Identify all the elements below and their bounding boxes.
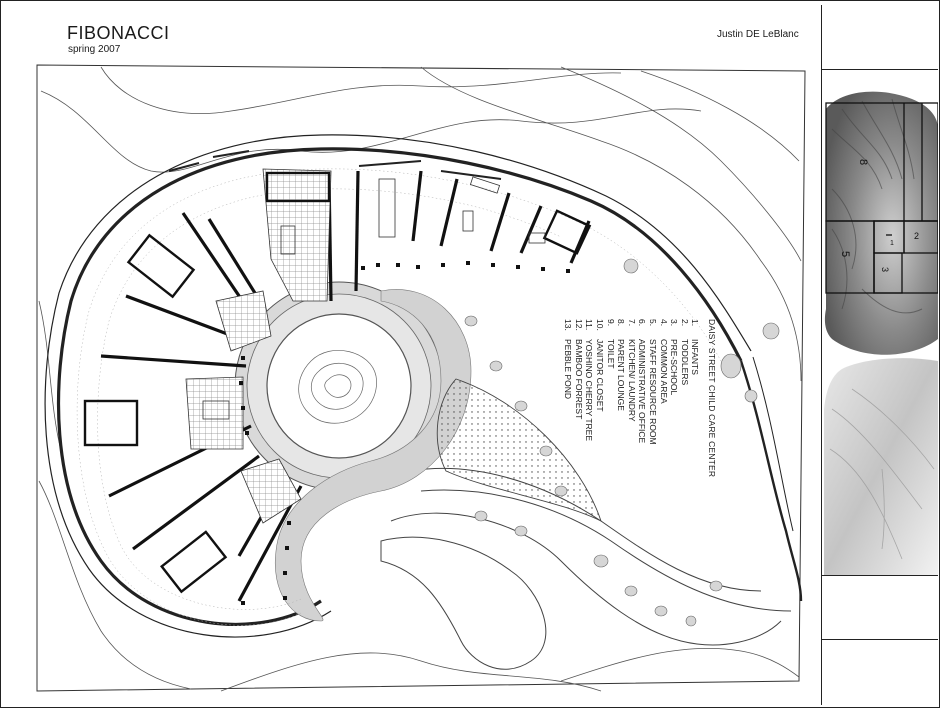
shell-lower-texture (829, 388, 935, 560)
legend-title: DAISY STREET CHILD CARE CENTER (707, 319, 717, 478)
toilet-blocks (83, 171, 592, 594)
legend-item: 9.TOILET (605, 319, 616, 369)
cherry-tree (298, 350, 377, 424)
legend-item: 11.YOSHINO CHERRY TREE (584, 319, 595, 442)
panel-divider (822, 639, 938, 640)
column-dots (239, 261, 570, 605)
page-title: FIBONACCI (67, 23, 170, 43)
legend: DAISY STREET CHILD CARE CENTER 1.INFANTS… (563, 319, 727, 649)
gravel-band (76, 168, 722, 626)
legend-item: 4.COMMON AREA (658, 319, 669, 404)
panel-divider (822, 69, 938, 70)
fib-label-5: 5 (839, 251, 851, 257)
legend-item: 13.PEBBLE POND (563, 319, 574, 399)
legend-item: 12.BAMBOO FORREST (573, 319, 584, 420)
fib-label-1: 1 (890, 240, 894, 247)
outer-spiral-wall (44, 134, 803, 638)
fib-label-3: 3 (880, 267, 890, 272)
fibonacci-rectangles (825, 102, 938, 294)
site-boundary (36, 64, 806, 692)
legend-item: 2.TODDLERS (679, 319, 690, 386)
legend-content: DAISY STREET CHILD CARE CENTER 1.INFANTS… (563, 319, 717, 477)
contour-lines (38, 66, 802, 692)
nautilus-shell (824, 91, 938, 355)
legend-item: 6.ADMINISTRATIVE OFFICE (637, 319, 648, 444)
fib-label-8: 8 (857, 159, 869, 165)
legend-item: 7.KITCHEN/ LAUNDRY (626, 319, 637, 422)
legend-item: 10.JANITOR CLOSET (595, 319, 606, 412)
facade-wall-segments (168, 150, 502, 180)
fib-label-2: 2 (914, 231, 919, 241)
shell-lower-body (824, 358, 938, 575)
side-panel: 8 5 2 1 3 (821, 5, 938, 705)
legend-item: 3.PRE-SCHOOL (669, 319, 680, 396)
furniture (202, 176, 546, 420)
pebbles (464, 258, 780, 627)
page-subtitle: spring 2007 (68, 44, 121, 55)
bamboo-forest (436, 378, 602, 522)
site-plan-drawing (36, 64, 806, 692)
courtyard-ring (234, 281, 444, 491)
panel-divider (822, 575, 938, 576)
nautilus-fibonacci-image: 8 5 2 1 3 (824, 91, 938, 575)
legend-item: 5.STAFF RESOURCE ROOM (648, 319, 659, 445)
author-name: Justin DE LeBlanc (717, 29, 799, 40)
legend-item: 1.INFANTS (690, 319, 701, 375)
shell-ribs (831, 98, 923, 314)
legend-item: 8.PARENT LOUNGE (616, 319, 627, 411)
